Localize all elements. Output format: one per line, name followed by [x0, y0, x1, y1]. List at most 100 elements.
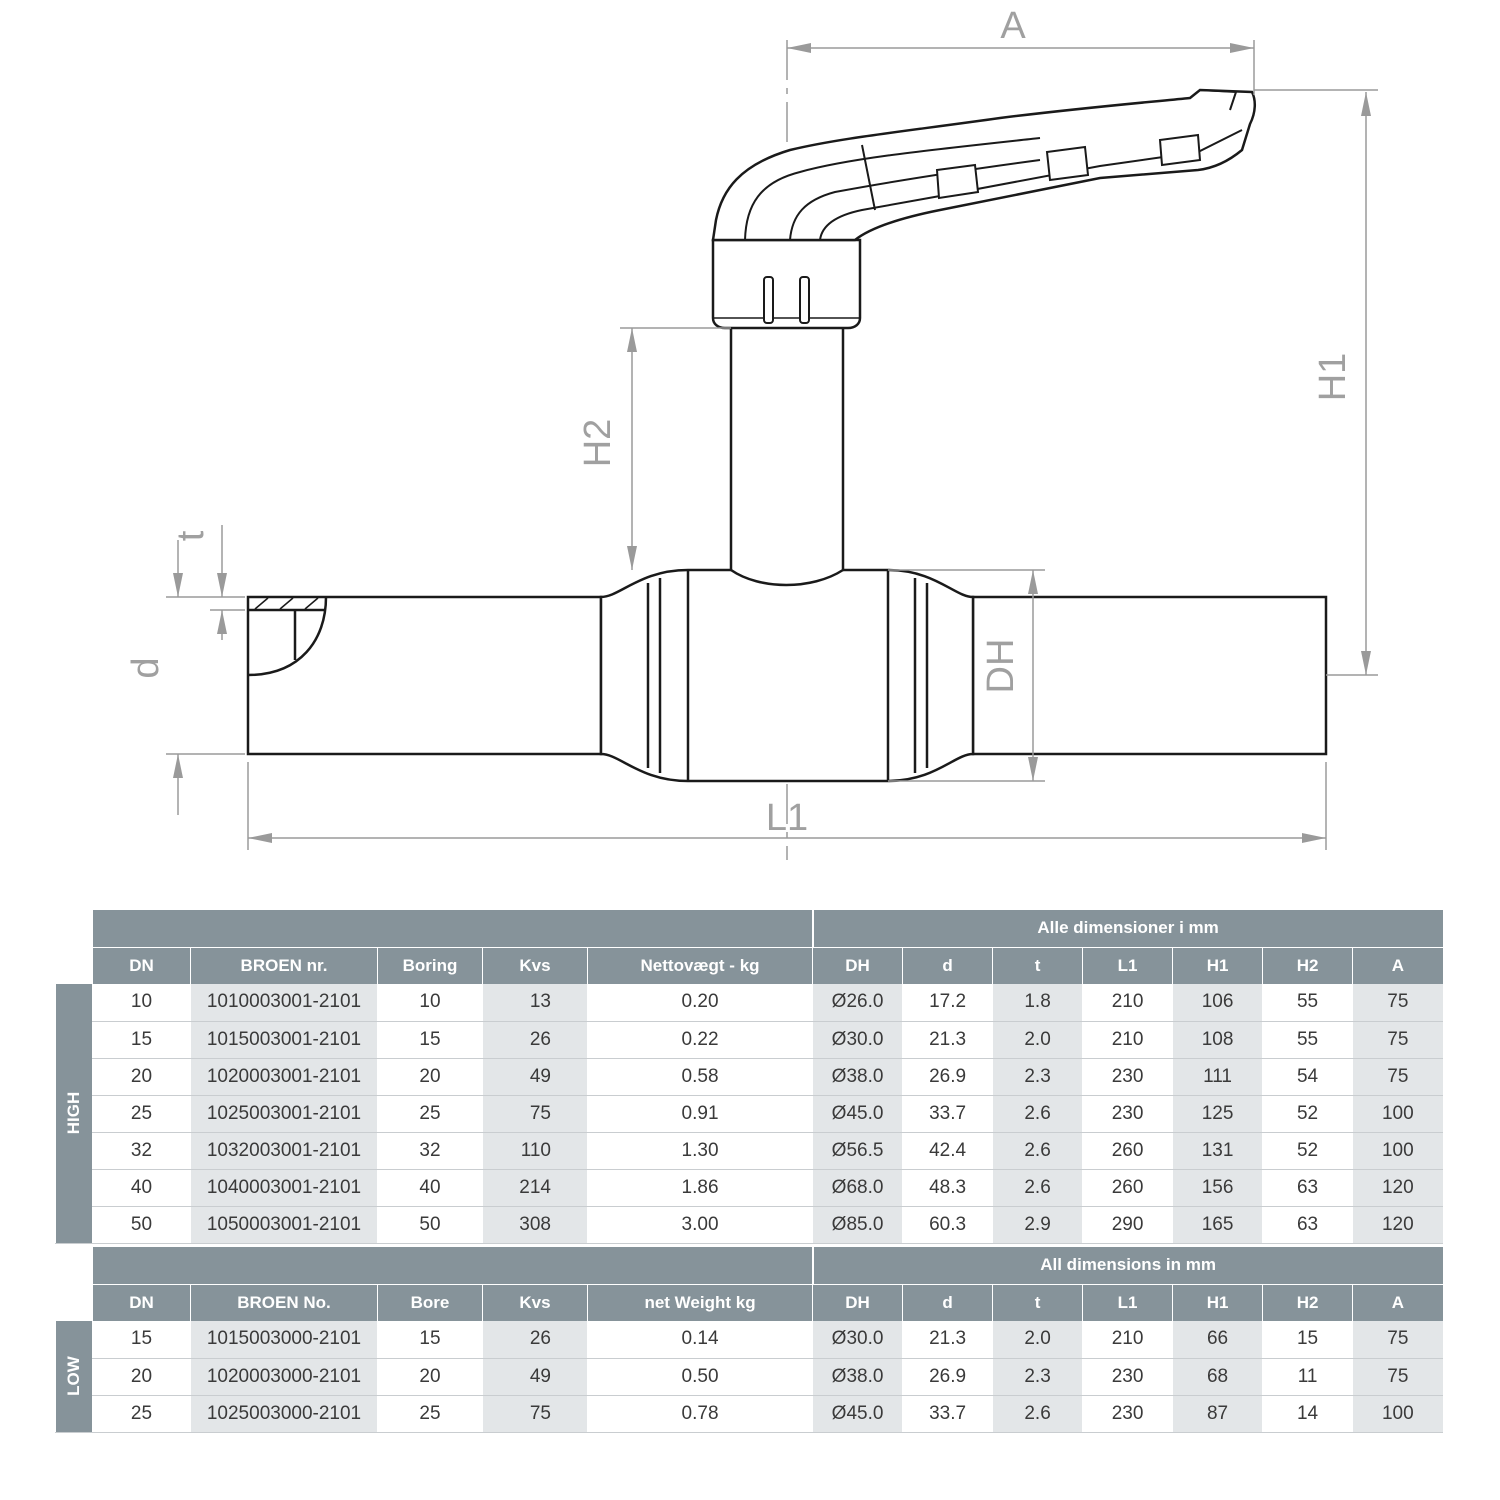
table-cell: 106 — [1172, 984, 1263, 1022]
table-cell: 63 — [1262, 1206, 1353, 1244]
table-cell: 32 — [92, 1132, 191, 1170]
table-cell: 20 — [92, 1058, 191, 1096]
col-header: DN — [92, 1284, 191, 1321]
col-header: DN — [92, 947, 191, 984]
table-cell: 100 — [1352, 1095, 1443, 1133]
col-header: net Weight kg — [586, 1284, 813, 1321]
col-header: H1 — [1172, 947, 1263, 984]
low-band-row: All dimensions in mm — [55, 1247, 1443, 1285]
table-cell: 14 — [1262, 1395, 1353, 1433]
col-header: H2 — [1262, 947, 1353, 984]
table-cell: Ø30.0 — [812, 1321, 903, 1359]
table-cell: 40 — [92, 1169, 191, 1207]
side-label: LOW — [64, 1356, 83, 1397]
table-cell: Ø38.0 — [812, 1058, 903, 1096]
table-cell: 108 — [1172, 1021, 1263, 1059]
table-cell: 26 — [482, 1021, 588, 1059]
table-cell: 230 — [1082, 1058, 1173, 1096]
col-header: Boring — [377, 947, 483, 984]
table-cell: 1025003000-2101 — [190, 1395, 378, 1433]
side-label: HIGH — [64, 1092, 83, 1135]
col-header: d — [902, 947, 993, 984]
table-cell: 75 — [482, 1095, 588, 1133]
table-cell: 68 — [1172, 1358, 1263, 1396]
table-cell: 2.6 — [992, 1095, 1083, 1133]
table-cell: 0.78 — [586, 1395, 813, 1433]
table-cell: 290 — [1082, 1206, 1173, 1244]
table-cell: 165 — [1172, 1206, 1263, 1244]
table-cell: 1.8 — [992, 984, 1083, 1022]
low-header-row: DN BROEN No. Bore Kvs net Weight kg DH d… — [55, 1284, 1443, 1321]
table-cell: 1020003000-2101 — [190, 1358, 378, 1396]
table-cell: 308 — [482, 1206, 588, 1244]
table-cell: Ø45.0 — [812, 1095, 903, 1133]
table-cell: 2.3 — [992, 1058, 1083, 1096]
table-cell: 75 — [1352, 1358, 1443, 1396]
dim-label-t: t — [170, 530, 212, 541]
dim-label-a: A — [1000, 5, 1026, 47]
table-cell: 10 — [377, 984, 483, 1022]
table-cell: 210 — [1082, 984, 1173, 1022]
table-cell: 2.6 — [992, 1395, 1083, 1433]
table-cell: Ø26.0 — [812, 984, 903, 1022]
table-cell: 120 — [1352, 1169, 1443, 1207]
table-cell: 33.7 — [902, 1095, 993, 1133]
table-cell: 75 — [482, 1395, 588, 1433]
low-side-label: LOW — [55, 1321, 93, 1433]
table-cell: 26 — [482, 1321, 588, 1359]
table-cell: 131 — [1172, 1132, 1263, 1170]
table-cell: 100 — [1352, 1395, 1443, 1433]
table-cell: 1.86 — [586, 1169, 813, 1207]
table-cell: 21.3 — [902, 1321, 993, 1359]
table-cell: 11 — [1262, 1358, 1353, 1396]
table-cell: Ø38.0 — [812, 1358, 903, 1396]
table-cell: 0.20 — [586, 984, 813, 1022]
table-cell: Ø68.0 — [812, 1169, 903, 1207]
table-cell: 32 — [377, 1132, 483, 1170]
table-cell: 49 — [482, 1358, 588, 1396]
table-cell: 20 — [377, 1358, 483, 1396]
table-cell: 210 — [1082, 1321, 1173, 1359]
table-cell: 156 — [1172, 1169, 1263, 1207]
high-side-label: HIGH — [55, 984, 93, 1244]
table-cell: 60.3 — [902, 1206, 993, 1244]
lever-handle — [711, 88, 1256, 330]
col-header: BROEN No. — [190, 1284, 378, 1321]
high-header-row: DN BROEN nr. Boring Kvs Nettovægt - kg D… — [55, 947, 1443, 984]
table-cell: 21.3 — [902, 1021, 993, 1059]
table-cell: 48.3 — [902, 1169, 993, 1207]
high-band-row: Alle dimensioner i mm — [55, 910, 1443, 948]
table-cell: 87 — [1172, 1395, 1263, 1433]
table-cell: 66 — [1172, 1321, 1263, 1359]
table-cell: 13 — [482, 984, 588, 1022]
table-cell: 210 — [1082, 1021, 1173, 1059]
table-cell: 75 — [1352, 1058, 1443, 1096]
table-cell: 52 — [1262, 1132, 1353, 1170]
table-cell: 1.30 — [586, 1132, 813, 1170]
table-cell: 230 — [1082, 1095, 1173, 1133]
table-cell: Ø85.0 — [812, 1206, 903, 1244]
table-cell: 75 — [1352, 984, 1443, 1022]
col-header: Kvs — [482, 947, 588, 984]
table-cell: 1020003001-2101 — [190, 1058, 378, 1096]
col-header: t — [992, 1284, 1083, 1321]
table-cell: 0.58 — [586, 1058, 813, 1096]
table-cell: 55 — [1262, 984, 1353, 1022]
table-cell: 1015003001-2101 — [190, 1021, 378, 1059]
low-dimension-table: All dimensions in mm DN BROEN No. Bore K… — [55, 1247, 1443, 1433]
table-cell: 1040003001-2101 — [190, 1169, 378, 1207]
table-cell: 15 — [377, 1021, 483, 1059]
col-header: H2 — [1262, 1284, 1353, 1321]
table-cell: 1032003001-2101 — [190, 1132, 378, 1170]
col-header: d — [902, 1284, 993, 1321]
table-cell: 0.50 — [586, 1358, 813, 1396]
table-cell: 54 — [1262, 1058, 1353, 1096]
table-cell: 2.6 — [992, 1169, 1083, 1207]
table-cell: 2.0 — [992, 1321, 1083, 1359]
table-cell: 40 — [377, 1169, 483, 1207]
